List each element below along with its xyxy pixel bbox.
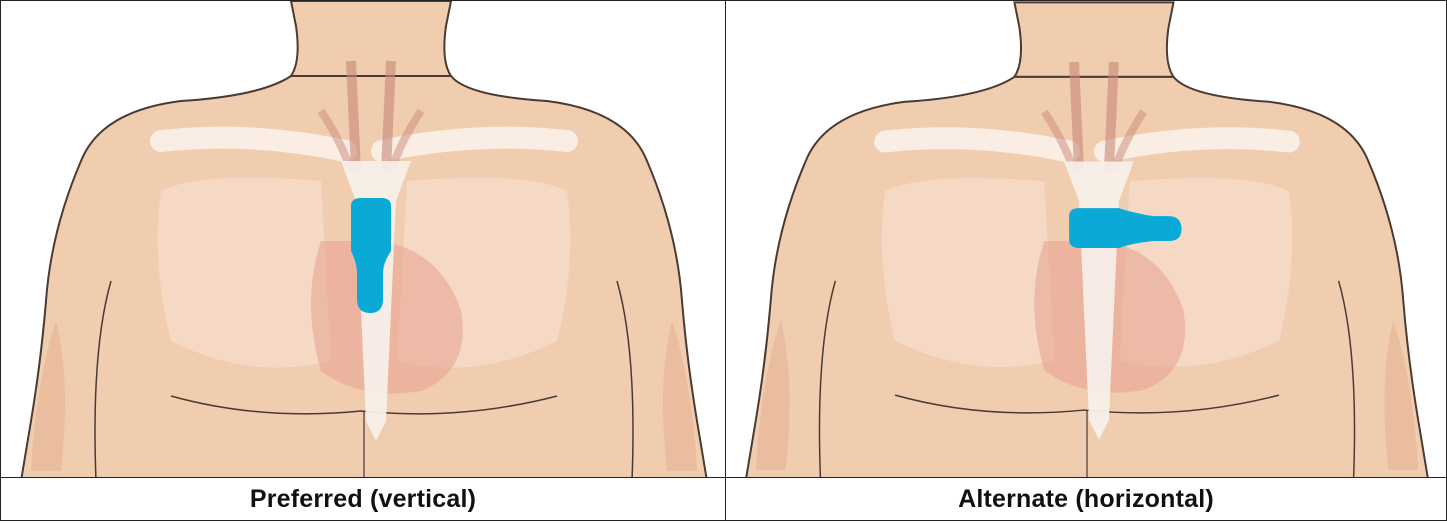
panel-alternate: Alternate (horizontal) [725,0,1447,521]
panel-preferred: Preferred (vertical) [0,0,726,521]
torso-illustration [1,1,726,481]
torso-illustration [726,1,1447,481]
caption-bar: Preferred (vertical) [1,477,725,520]
caption-bar: Alternate (horizontal) [726,477,1446,520]
caption-alternate: Alternate (horizontal) [958,485,1214,514]
caption-preferred: Preferred (vertical) [250,485,476,514]
